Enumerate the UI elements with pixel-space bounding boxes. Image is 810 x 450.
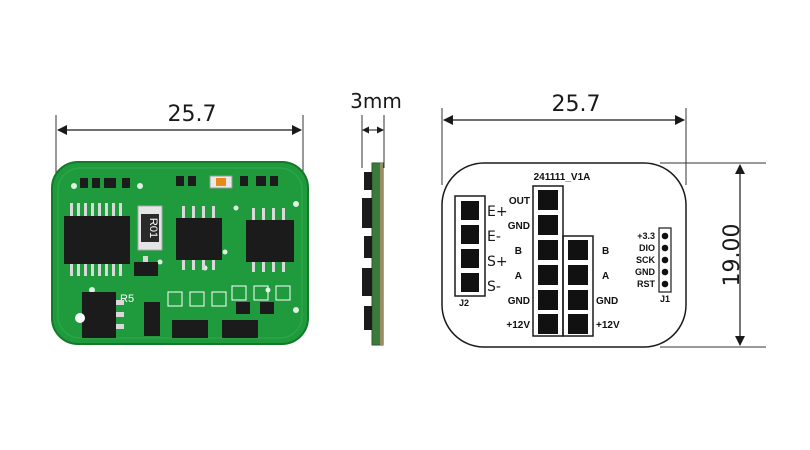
mounting-hole — [75, 313, 85, 323]
bottom-components — [144, 285, 291, 338]
mid-label-a: A — [515, 271, 522, 282]
mid-label-out: OUT — [509, 196, 530, 207]
ic-right — [246, 208, 294, 272]
board-outline — [441, 162, 687, 348]
mid-label-12v: +12V — [506, 320, 530, 331]
j1-label: J1 — [660, 294, 670, 304]
mid-label-gnd-1: GND — [508, 221, 530, 232]
board-id-label: 241111_V1A — [534, 172, 591, 183]
side-components — [362, 172, 372, 330]
voltage-regulator — [82, 292, 124, 338]
shunt-marking: R01 — [147, 218, 159, 238]
outline-drawing: 25.7 19.00 241111_V1A J2 E+ E- S+ S- — [441, 92, 766, 348]
j1-pin-rst: RST — [637, 279, 656, 289]
sot-lead — [143, 256, 148, 262]
j2-pin-1: E+ — [487, 204, 508, 220]
j2-label: J2 — [459, 298, 469, 308]
right-label-12v: +12V — [596, 320, 620, 331]
thickness-label: 3mm — [350, 89, 402, 113]
sot-transistor — [134, 262, 158, 276]
j2-pin-4: S- — [487, 279, 501, 295]
ic-left — [64, 203, 130, 276]
side-board-edge — [380, 163, 383, 345]
header-j1: +3.3 DIO SCK GND RST J1 — [635, 227, 672, 304]
j1-pin-sck: SCK — [636, 255, 656, 265]
drawing-height-label: 19.00 — [720, 224, 745, 287]
right-label-b: B — [602, 246, 609, 257]
drawing-width-label: 25.7 — [552, 92, 601, 117]
shunt-resistor-body — [141, 214, 159, 242]
connector-j2: J2 E+ E- S+ S- — [454, 195, 508, 308]
j2-pin-3: S+ — [487, 254, 508, 270]
side-view: 3mm — [350, 89, 402, 346]
led-lens — [216, 178, 226, 186]
mid-label-gnd-2: GND — [508, 296, 530, 307]
connector-right: B A GND +12V — [562, 235, 620, 337]
j2-pin-2: E- — [487, 229, 501, 245]
right-label-gnd: GND — [596, 296, 618, 307]
mid-label-b: B — [515, 246, 522, 257]
pcb-photo: 25.7 — [51, 102, 309, 345]
photo-width-label: 25.7 — [168, 102, 217, 127]
top-smd-components — [80, 176, 278, 188]
j1-pin-gnd: GND — [635, 267, 656, 277]
ic-middle — [176, 206, 222, 270]
j1-pin-3v3: +3.3 — [637, 231, 655, 241]
right-label-a: A — [602, 271, 609, 282]
j1-pin-dio: DIO — [639, 243, 655, 253]
